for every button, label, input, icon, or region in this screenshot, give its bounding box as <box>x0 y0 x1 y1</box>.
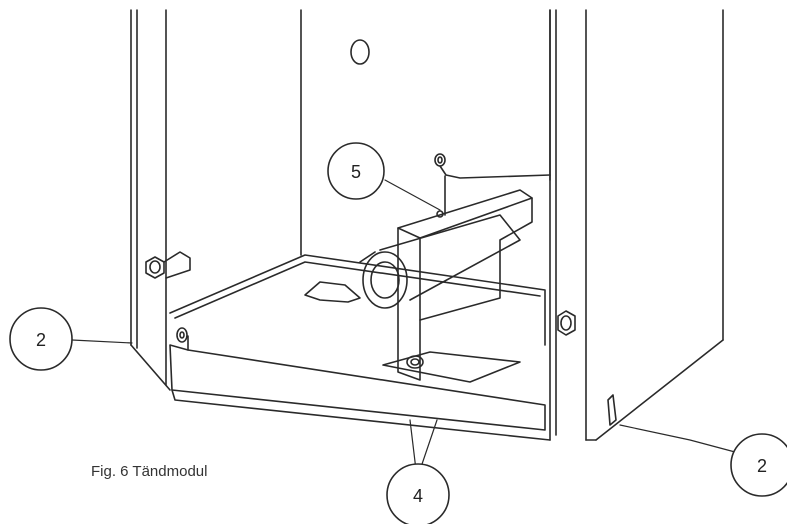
bracket-hole <box>436 210 444 218</box>
callout-right-label: 2 <box>757 456 767 476</box>
leader-lines <box>71 179 736 471</box>
housing-right-wall <box>549 9 724 441</box>
left-hex-nut <box>145 251 191 343</box>
right-hex-nut <box>557 310 576 336</box>
callout-top: 5 <box>327 142 385 200</box>
callout-right: 2 <box>730 433 787 497</box>
callout-bottom-label: 4 <box>413 486 423 506</box>
housing-left-wall <box>130 9 171 391</box>
figure-caption: Fig. 6 Tändmodul <box>91 463 208 480</box>
electrode-tube <box>359 214 521 309</box>
callout-left: 2 <box>9 307 73 371</box>
mounting-hole <box>350 39 370 65</box>
right-foot-clip <box>607 394 617 426</box>
floor-tray <box>169 254 551 441</box>
callout-bottom: 4 <box>386 463 450 524</box>
callout-top-label: 5 <box>351 162 361 182</box>
callout-left-label: 2 <box>36 330 46 350</box>
tray-clip <box>304 281 361 303</box>
housing-back-wall <box>300 9 551 256</box>
ignition-bracket <box>382 189 533 383</box>
ignition-cable <box>434 153 551 216</box>
